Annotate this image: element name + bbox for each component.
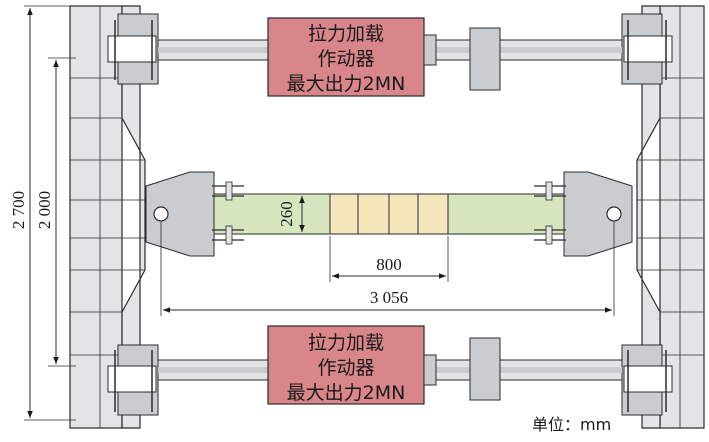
specimen bbox=[211, 193, 567, 235]
top-actuator-assembly bbox=[157, 17, 623, 97]
dimension-inner-height-label: 2 000 bbox=[35, 191, 54, 229]
bottom-actuator-assembly bbox=[157, 325, 623, 405]
left-clevis bbox=[145, 171, 244, 257]
unit-label: 单位：mm bbox=[532, 415, 611, 434]
right-clevis bbox=[534, 171, 633, 257]
dimension-overall-height bbox=[24, 5, 76, 421]
right-pin bbox=[606, 206, 622, 222]
bottom-actuator-line1: 拉力加载 bbox=[308, 332, 384, 354]
bottom-actuator-line2: 作动器 bbox=[317, 357, 374, 379]
dimension-pin-span-label: 3 056 bbox=[370, 288, 408, 307]
top-actuator-line2: 作动器 bbox=[317, 48, 374, 70]
dimension-gauge-length-label: 800 bbox=[376, 255, 402, 274]
bottom-actuator-body bbox=[267, 325, 425, 405]
dimension-gauge-length bbox=[329, 236, 449, 282]
bottom-actuator-line3: 最大出力2MN bbox=[287, 382, 406, 404]
dimension-inner-height bbox=[48, 57, 76, 367]
dimension-pin-span bbox=[160, 222, 615, 316]
left-pin bbox=[153, 206, 169, 222]
left-reaction-frame bbox=[69, 5, 159, 429]
dimension-overall-height-label: 2 700 bbox=[9, 191, 28, 229]
top-actuator-line3: 最大出力2MN bbox=[287, 73, 406, 95]
right-reaction-frame bbox=[621, 5, 705, 429]
dimension-specimen-width-label: 260 bbox=[277, 201, 296, 227]
top-actuator-body bbox=[267, 17, 425, 97]
top-actuator-line1: 拉力加载 bbox=[308, 23, 384, 45]
